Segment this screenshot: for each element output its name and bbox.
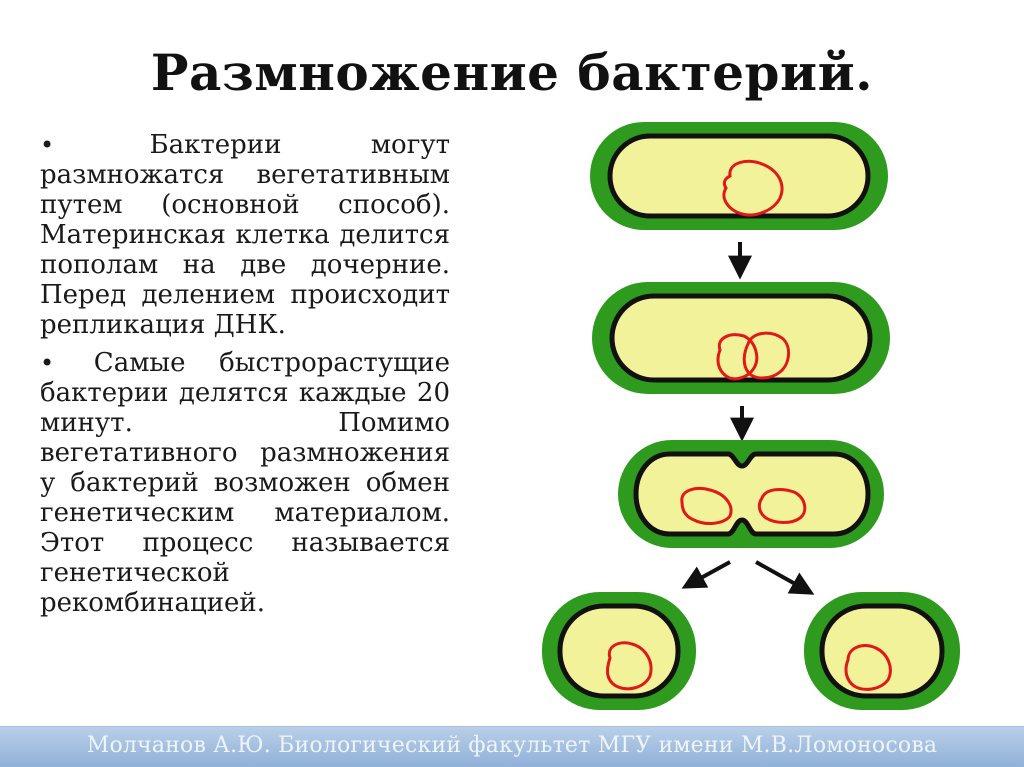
daughter-cell-right (804, 592, 960, 710)
dna-ring (722, 159, 784, 217)
dna-ring (716, 333, 759, 381)
dna-ring (606, 641, 653, 691)
diagonal-arrow-right (755, 560, 815, 595)
bullet-text-2: Самые быстрорастущие бактерии делятся ка… (40, 348, 450, 618)
diagonal-arrow-left (681, 560, 731, 589)
slide-body: • Бактерии могут размножатся вегетативны… (40, 130, 450, 626)
bacterium-cell-1 (590, 122, 888, 230)
bacterial-division-diagram (542, 122, 960, 710)
bullet-item-1: • Бактерии могут размножатся вегетативны… (40, 130, 450, 340)
bullet-marker: • (40, 131, 55, 159)
daughter-cell-left (542, 592, 696, 710)
dna-ring (844, 644, 892, 691)
slide-title: Размножение бактерий. (150, 43, 874, 102)
bullet-text-1: Бактерии могут размножатся вегетативным … (40, 130, 451, 340)
bacterium-cell-3 (618, 440, 884, 548)
footer-credit: Молчанов А.Ю. Биологический факультет МГ… (86, 733, 938, 758)
bacterium-cell-2 (592, 282, 890, 394)
footer-bar (0, 726, 1024, 767)
dna-ring (757, 488, 807, 524)
bullet-marker: • (40, 349, 55, 377)
dna-ring (680, 487, 733, 525)
dna-ring (742, 331, 790, 380)
bullet-item-2: • Самые быстрорастущие бактерии делятся … (40, 348, 450, 618)
